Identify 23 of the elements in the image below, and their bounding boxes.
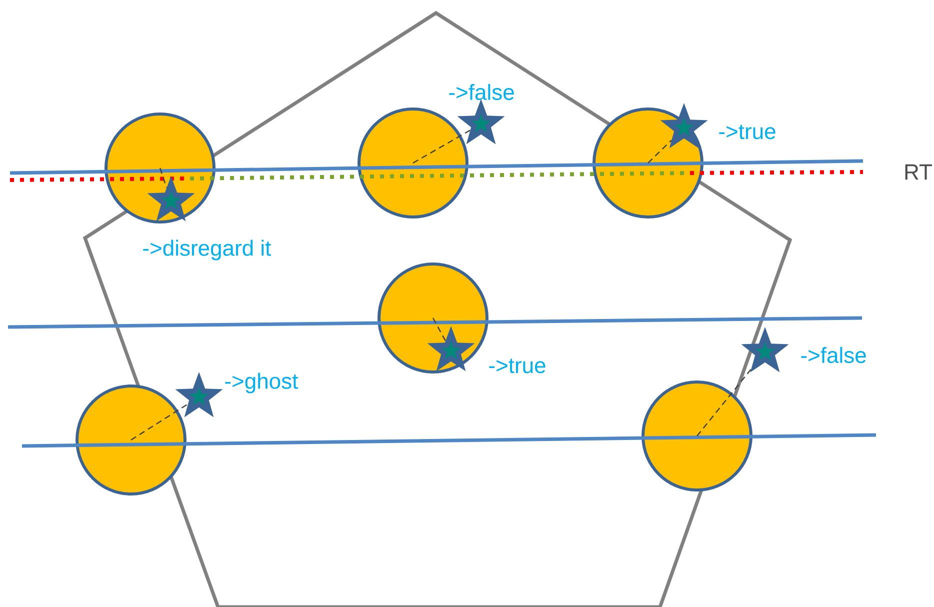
circle <box>592 108 704 218</box>
circle <box>104 112 216 224</box>
circle <box>642 380 752 492</box>
dashed-line <box>648 140 672 164</box>
annotation: ->true <box>719 124 776 140</box>
annotation: ->false <box>801 346 866 364</box>
dashed-line <box>130 404 188 440</box>
star <box>741 327 789 372</box>
circle <box>378 262 488 374</box>
dashed-line <box>412 130 470 164</box>
annotation: ->true <box>489 358 546 374</box>
annotation: ->disregard it <box>143 240 272 260</box>
circle <box>358 108 468 218</box>
star <box>175 372 223 418</box>
star <box>660 103 708 148</box>
star <box>457 99 505 144</box>
annotation: ->ghost <box>225 372 298 394</box>
line-label: RT <box>905 164 932 180</box>
dashed-line <box>696 369 752 436</box>
dashed-line <box>432 318 446 341</box>
dashed-line <box>159 168 168 188</box>
circle <box>76 384 186 496</box>
annotation: ->false <box>449 84 514 100</box>
